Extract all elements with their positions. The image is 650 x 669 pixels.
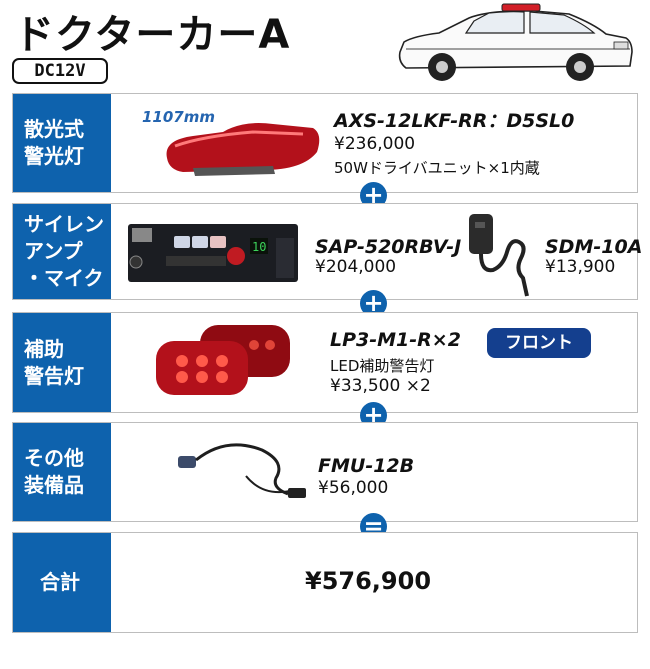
row-light-bar: 散光式警光灯 [12, 93, 638, 193]
category-total: 合計 [13, 533, 111, 632]
price-siren-amp: ¥204,000 [315, 257, 397, 277]
front-badge: フロント [487, 328, 591, 358]
model-microphone: SDM-10A [545, 236, 643, 258]
page-title: ドクターカーA [14, 12, 291, 58]
siren-display-digits: 10 [252, 240, 267, 254]
note-aux-warning-light: LED補助警告灯 [330, 357, 435, 375]
price-other-equipment: ¥56,000 [318, 478, 389, 498]
category-other-equipment: その他装備品 [13, 423, 111, 521]
model-aux-warning-light: LP3-M1-R×2 [330, 329, 461, 351]
category-light-bar: 散光式警光灯 [13, 94, 111, 192]
category-siren: サイレンアンプ・マイク [13, 204, 111, 299]
price-light-bar: ¥236,000 [334, 134, 416, 154]
row-total: 合計 [12, 532, 638, 633]
microphone-image [469, 214, 529, 297]
dimension-label: 1107mm [142, 108, 216, 126]
model-other-equipment: FMU-12B [318, 455, 415, 477]
row-aux-warning-light: 補助警告灯 [12, 312, 638, 413]
aux-warning-light-image [156, 325, 290, 395]
row-siren: サイレンアンプ・マイク [12, 203, 638, 300]
note-light-bar: 50Wドライバユニット×1内蔵 [334, 159, 540, 177]
row-other-equipment: その他装備品 [12, 422, 638, 522]
model-light-bar: AXS-12LKF-RR：D5SL0 [334, 110, 575, 132]
price-microphone: ¥13,900 [545, 257, 616, 277]
siren-amp-image [128, 224, 298, 282]
police-car-illustration [398, 3, 633, 81]
total-price: ¥576,900 [305, 567, 432, 595]
model-siren-amp: SAP-520RBV-J [315, 236, 462, 258]
gooseneck-light-image [178, 443, 306, 498]
category-aux-warning-light: 補助警告灯 [13, 313, 111, 412]
price-aux-warning-light: ¥33,500 ×2 [330, 376, 431, 396]
light-bar-image [166, 123, 320, 176]
voltage-label: DC12V [12, 58, 108, 84]
